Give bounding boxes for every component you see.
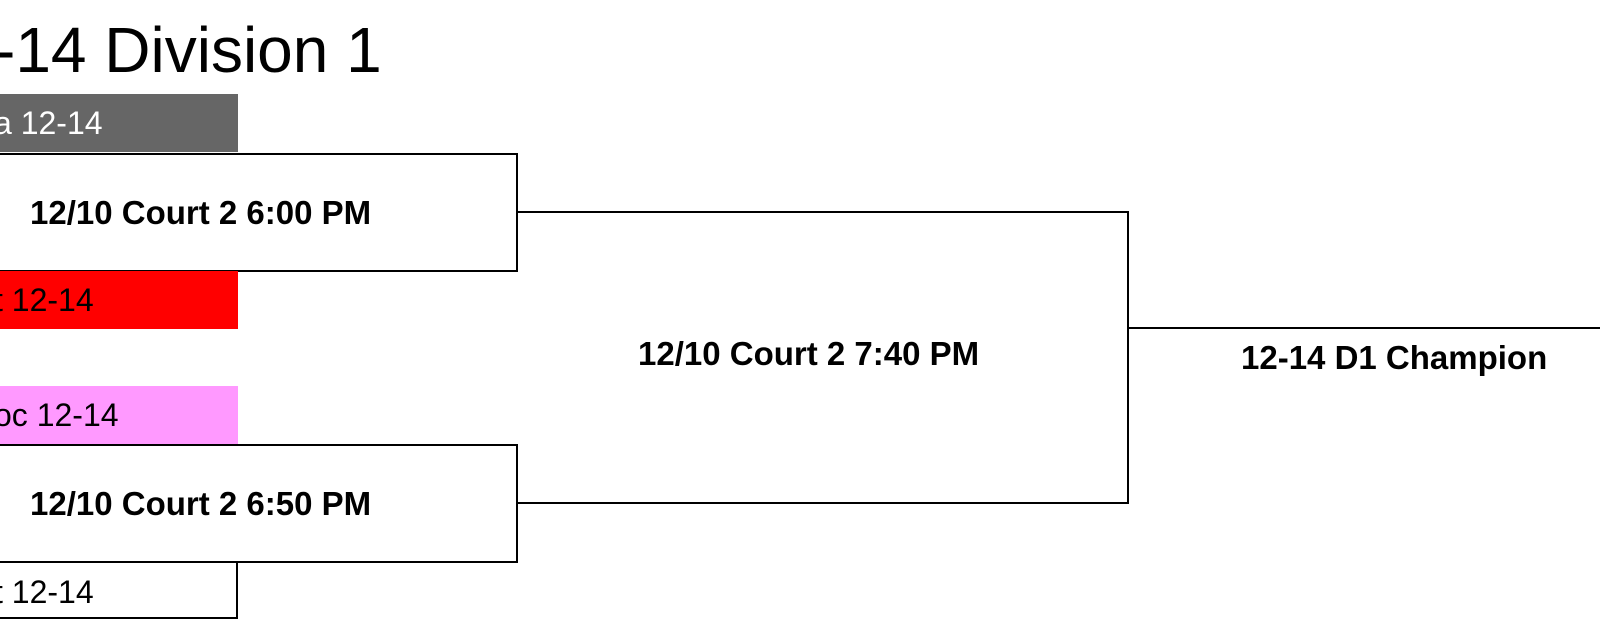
bracket-line-vertical [1127, 211, 1129, 504]
game-1-label: 12/10 Court 2 6:00 PM [30, 193, 372, 231]
game-box-1: 12/10 Court 2 6:00 PM [0, 153, 518, 272]
team-slot-3: oc 12-14 [0, 386, 238, 444]
bracket-line-champion [1127, 327, 1600, 329]
semifinal-label: 12/10 Court 2 7:40 PM [638, 335, 980, 372]
bracket-title: -14 Division 1 [0, 14, 382, 86]
team-slot-1: a 12-14 [0, 94, 238, 152]
game-2-label: 12/10 Court 2 6:50 PM [30, 484, 372, 522]
team-slot-4: t 12-14 [0, 561, 238, 619]
bracket-line-top [517, 211, 1129, 213]
bracket-line-bottom [517, 502, 1129, 504]
game-box-2: 12/10 Court 2 6:50 PM [0, 444, 518, 563]
team-slot-2: t 12-14 [0, 271, 238, 329]
champion-label: 12-14 D1 Champion [1241, 339, 1548, 376]
